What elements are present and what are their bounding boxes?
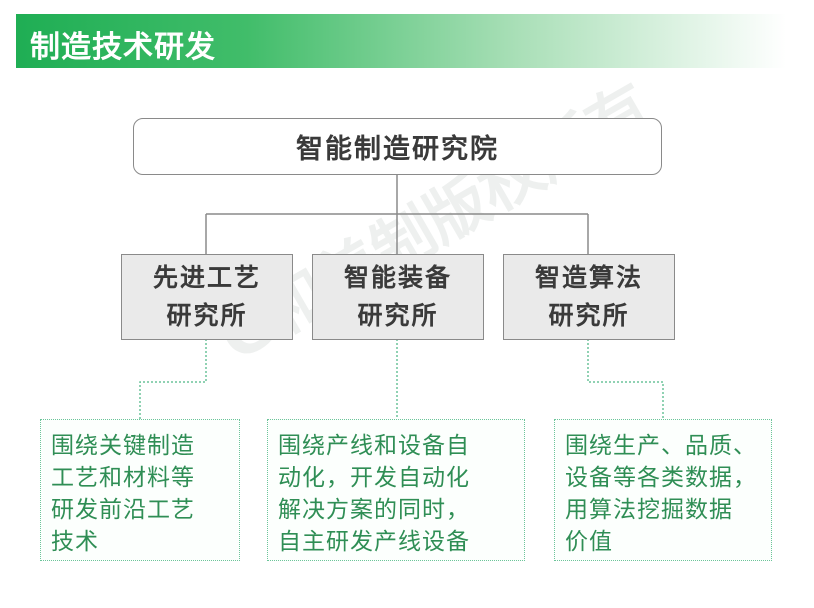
institute-node-process: 先进工艺 研究所 (121, 254, 293, 340)
description-line: 围绕生产、品质、 (565, 433, 757, 459)
institute-name-line1: 智造算法 (534, 263, 643, 292)
description-algorithm: 围绕生产、品质、 设备等各类数据， 用算法挖掘数据 价值 (554, 419, 772, 561)
institute-name-line1: 先进工艺 (152, 263, 261, 292)
section-title: 制造技术研发 (30, 30, 216, 65)
description-line: 研发前沿工艺 (51, 497, 195, 523)
description-equipment: 围绕产线和设备自 动化，开发自动化 解决方案的同时， 自主研发产线设备 (267, 419, 525, 561)
root-label: 智能制造研究院 (296, 134, 499, 165)
institute-name-line2: 研究所 (357, 301, 439, 330)
description-line: 工艺和材料等 (51, 465, 195, 491)
description-line: 围绕产线和设备自 (278, 433, 470, 459)
institute-name-line1: 智能装备 (343, 263, 452, 292)
description-process: 围绕关键制造 工艺和材料等 研发前沿工艺 技术 (40, 419, 240, 561)
institute-node-equipment: 智能装备 研究所 (312, 254, 484, 340)
description-line: 围绕关键制造 (51, 433, 195, 459)
description-line: 技术 (51, 529, 99, 555)
desc-connector-left (139, 339, 207, 419)
description-line: 动化，开发自动化 (278, 465, 470, 491)
institute-name-line2: 研究所 (548, 301, 630, 330)
root-node: 智能制造研究院 (133, 118, 662, 175)
section-banner: 制造技术研发 (16, 14, 786, 68)
description-line: 价值 (565, 529, 613, 555)
institute-node-algorithm: 智造算法 研究所 (503, 254, 675, 340)
institute-name-line2: 研究所 (166, 301, 248, 330)
description-line: 用算法挖掘数据 (565, 497, 733, 523)
desc-connector-right (587, 339, 664, 419)
description-line: 解决方案的同时， (278, 497, 470, 523)
description-line: 设备等各类数据， (565, 465, 757, 491)
description-line: 自主研发产线设备 (278, 529, 470, 555)
